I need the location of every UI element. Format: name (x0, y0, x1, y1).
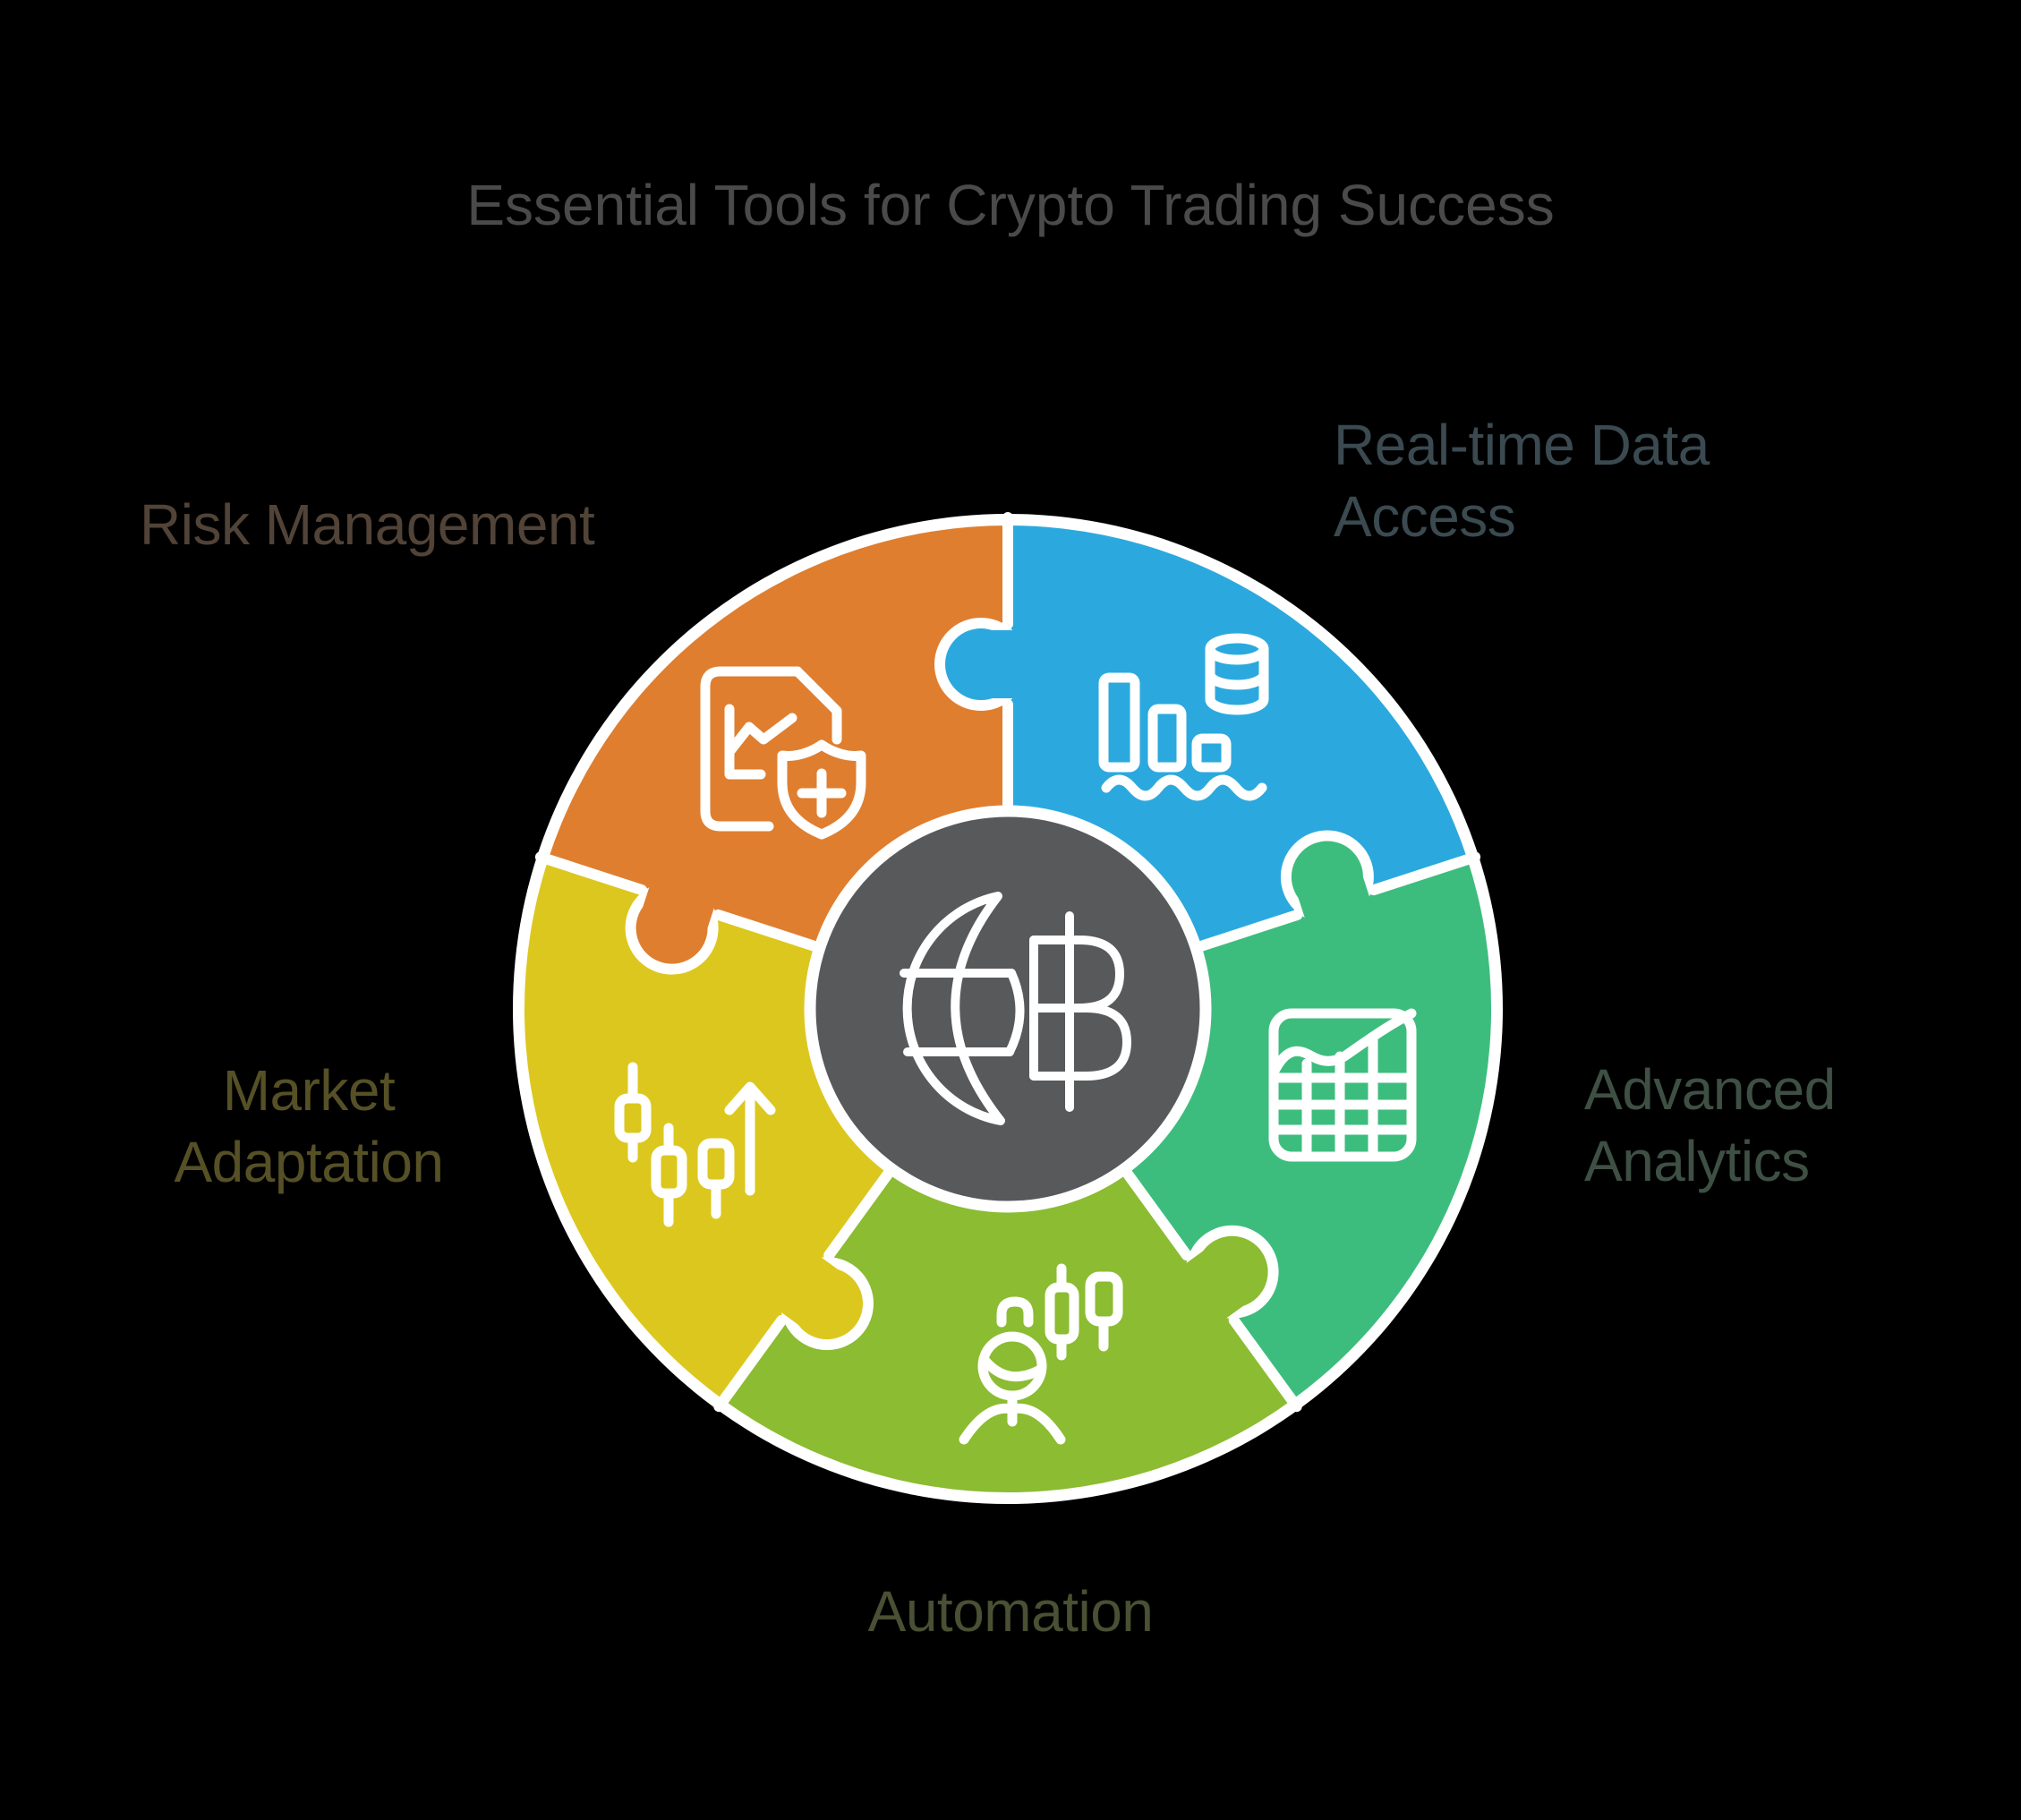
piece-label-risk-management: Risk Management (140, 489, 595, 560)
document-chart-shield-icon (700, 666, 866, 840)
label-line: Advanced (1584, 1057, 1836, 1122)
label-line: Access (1334, 484, 1516, 549)
piece-label-market-adaptation: Market Adaptation (85, 1055, 533, 1198)
label-line: Market (222, 1058, 396, 1123)
grid-chart-icon (1268, 1008, 1417, 1162)
globe-bitcoin-icon (900, 892, 1131, 1125)
label-line: Automation (867, 1579, 1154, 1644)
piece-label-advanced-analytics: Advanced Analytics (1584, 1054, 1836, 1197)
label-line: Real-time Data (1334, 413, 1710, 477)
candlestick-up-arrow-icon (614, 1062, 776, 1227)
label-line: Risk Management (140, 492, 595, 557)
trader-person-candlestick-icon (959, 1263, 1123, 1445)
page-title: Essential Tools for Crypto Trading Succe… (466, 173, 1555, 237)
puzzle-wheel (513, 512, 1503, 1504)
label-line: Analytics (1584, 1129, 1810, 1193)
bar-chart-database-icon (1098, 633, 1269, 801)
label-line: Adaptation (174, 1130, 444, 1194)
piece-label-automation: Automation (787, 1576, 1234, 1647)
piece-label-real-time-data-access: Real-time Data Access (1334, 409, 1710, 552)
